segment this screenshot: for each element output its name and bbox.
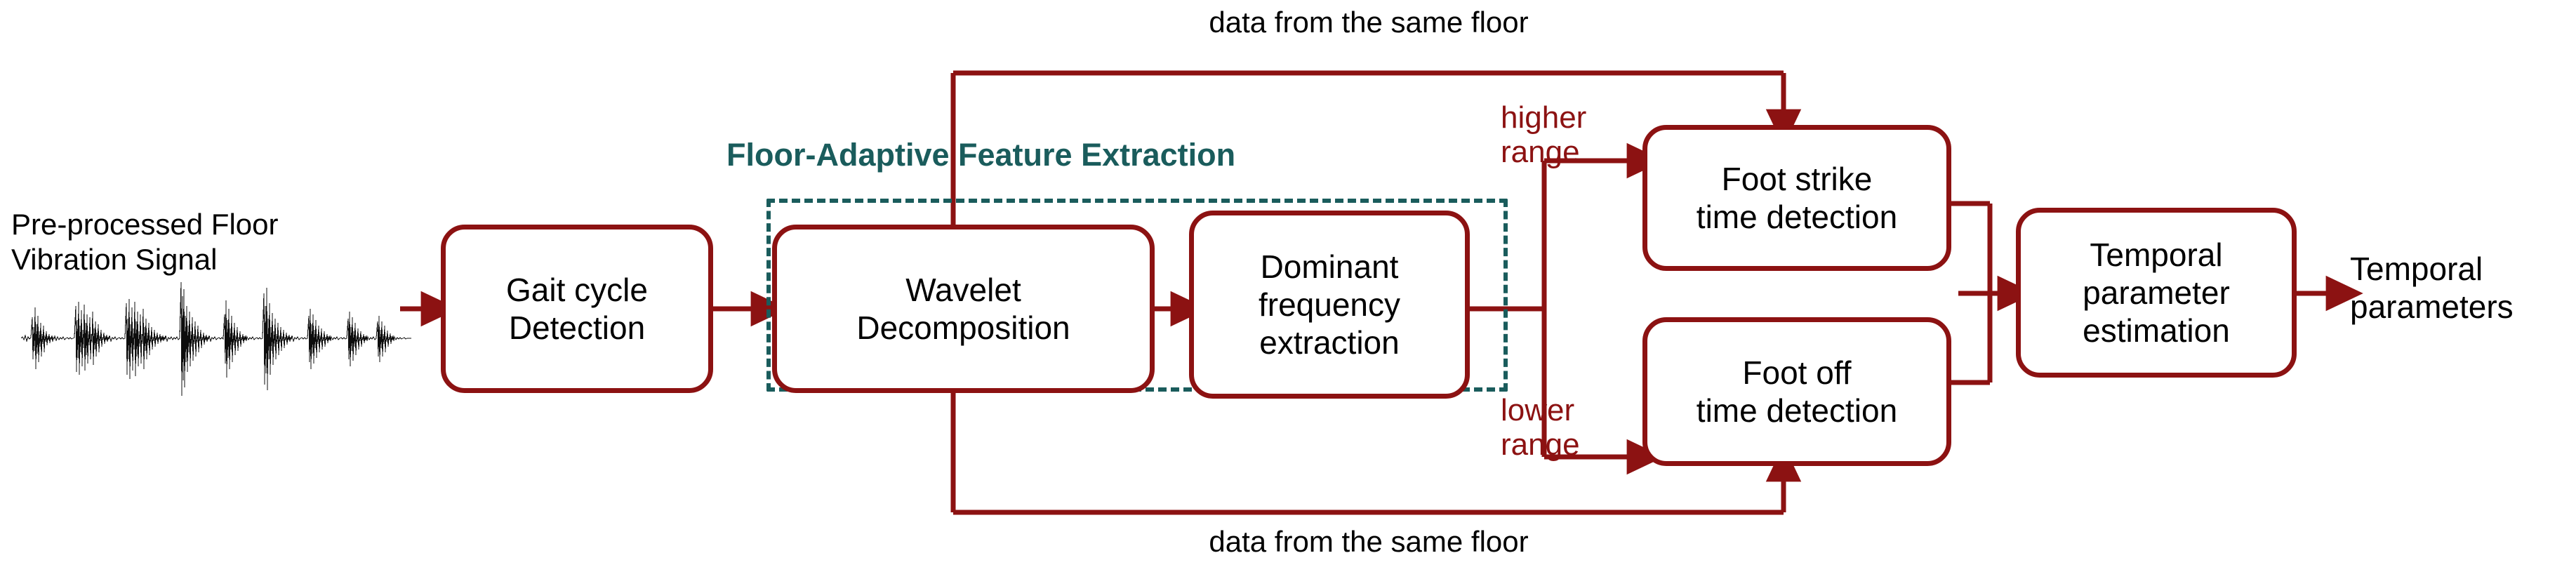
node-temporal-parameter-estimation[interactable]: Temporal parameter estimation: [2016, 208, 2297, 378]
feedback-label-bottom: data from the same floor: [1209, 525, 1529, 558]
feedback-label-top: data from the same floor: [1209, 6, 1529, 39]
group-title-floor-adaptive-feature-extraction: Floor-Adaptive Feature Extraction: [726, 137, 1236, 173]
waveform-signal-icon: [20, 281, 411, 397]
node-dominant-frequency-extraction[interactable]: Dominant frequency extraction: [1189, 211, 1470, 399]
output-temporal-parameters-label: Temporal parameters: [2350, 251, 2514, 326]
node-label-gait-cycle-detection: Gait cycle Detection: [506, 271, 648, 346]
branch-label-lower-range: lower range: [1501, 393, 1580, 462]
node-gait-cycle-detection[interactable]: Gait cycle Detection: [441, 225, 713, 393]
node-foot-off-time-detection[interactable]: Foot off time detection: [1642, 317, 1951, 466]
input-signal-label: Pre-processed Floor Vibration Signal: [11, 208, 279, 276]
node-label-foot-strike-time-detection: Foot strike time detection: [1696, 160, 1898, 235]
branch-label-higher-range: higher range: [1501, 100, 1587, 170]
node-foot-strike-time-detection[interactable]: Foot strike time detection: [1642, 125, 1951, 271]
node-label-dominant-frequency-extraction: Dominant frequency extraction: [1258, 248, 1400, 361]
node-label-temporal-parameter-estimation: Temporal parameter estimation: [2083, 236, 2230, 350]
node-label-foot-off-time-detection: Foot off time detection: [1696, 354, 1898, 429]
node-label-wavelet-decomposition: Wavelet Decomposition: [856, 271, 1070, 346]
node-wavelet-decomposition[interactable]: Wavelet Decomposition: [772, 225, 1155, 393]
